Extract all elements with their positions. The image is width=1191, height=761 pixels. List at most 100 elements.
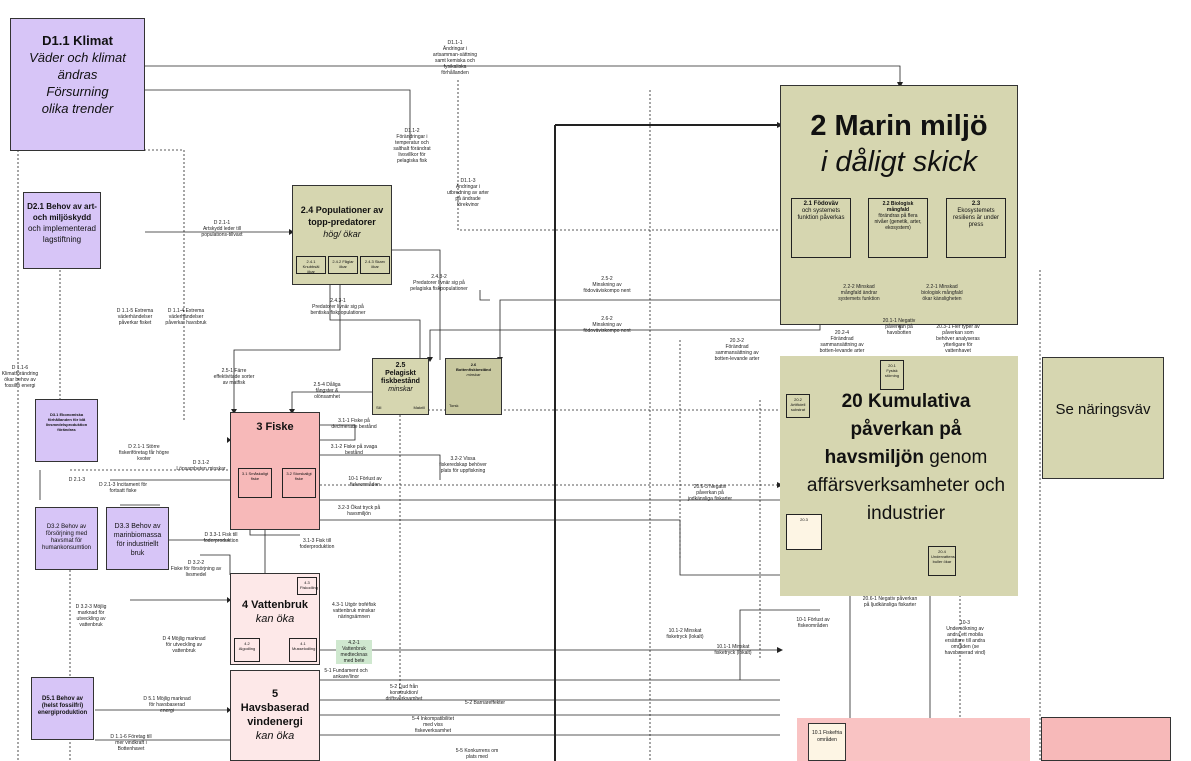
edge-label-d2-1-1b: D 2.1-1 Större fiskeriföretag får högre … xyxy=(118,444,170,462)
se-naringsvav-label: Se näringsväv xyxy=(1055,401,1151,418)
n2-4-3-skarv: 2.4.3 Skarv ökar xyxy=(360,256,390,274)
edge-label-d4: D 4 Möjlig marknad för utveckling av vat… xyxy=(162,636,206,654)
edge-label-10-1-top: 10-1 Förlust av fiskeområden xyxy=(348,476,382,488)
d1-1-line-3: Försurning xyxy=(46,84,109,99)
edge-label-20-6-3: 20.6-3 Negativ påverkan på jodkänsliga f… xyxy=(687,484,733,502)
d3-3-marinbiomassa-node: D3.3 Behov av marinbiomassa för industri… xyxy=(106,507,169,570)
n20-rest: genom affärsverksamheter och industrier xyxy=(806,447,1006,524)
edge-label-5-4: 5-4 Inkompatibilitet med viss fiskeverks… xyxy=(412,716,454,734)
n4-2-algodling: 4.2 Algodling xyxy=(234,638,260,662)
edge-label-d3-2-3: D 3.2-3 Möjlig marknad för utveckling av… xyxy=(75,604,107,628)
n2-2-biologisk: 2.2 Biologisk mångfald förändras på fler… xyxy=(868,198,928,258)
edge-label-2-5-4: 2.5-4 Dåliga fångster & olönsamhet xyxy=(313,382,341,400)
edge-label-20-3-1: 20.3-1 Fler typer av påverkan som behöve… xyxy=(936,324,980,354)
edge-label-20-6-1: 20.6-1 Negativ påverkan på ljudkänsliga … xyxy=(862,596,918,608)
se-naringsvav-node: Se näringsväv xyxy=(1042,357,1164,479)
edge-label-d1-1-2: D1.1-2 Förändringar i temperatur och sal… xyxy=(393,128,431,164)
n2-2-title: 2.2 Biologisk mångfald xyxy=(882,201,914,213)
d1-1-line-4: olika trender xyxy=(41,101,114,116)
n2-1-body: och systemets funktion påverkas xyxy=(797,208,845,221)
n2-6-state: minskar xyxy=(466,372,481,377)
n2-6-body: Bottenfiskbestånd xyxy=(456,367,491,372)
n4-1-musselodling: 4.1 Musselodling xyxy=(289,638,317,662)
n3-fiske-node: 3 Fiske 3.1 Småskaligt fiske 3.2 Storska… xyxy=(230,412,320,530)
edge-label-d5-1: D 5.1 Möjlig marknad för havsbaserad ene… xyxy=(143,696,191,714)
edge-label-d2-1-1: D 2.1-1 Artskydd leder till populations-… xyxy=(201,220,243,238)
n2-5-pelagiskt-node: 2.5 Pelagiskt fiskbestånd minskar Sill M… xyxy=(372,358,429,415)
edge-label-2-4-3-2: 2.4.3-2 Predatorer livnär sig på pelagis… xyxy=(410,274,468,292)
n10-1-fiskefria-node: 10.1 Fiskefria områden xyxy=(808,723,846,761)
edge-label-2-4-3-1: 2.4.3-1 Predatorer livnär sig på bentisk… xyxy=(310,298,366,316)
edge-label-d3-3-1: D 3.3-1 Fisk till foderproduktion xyxy=(203,532,239,544)
edge-label-5-2: 5-2 Ljud från konstruktion/ driftsverksa… xyxy=(385,684,423,702)
n2-6-torsk: Torsk xyxy=(449,403,459,408)
d2-1-behov-node: D2.1 Behov av art- och miljöskydd och im… xyxy=(23,192,101,269)
n4-title: 4 Vattenbruk xyxy=(241,599,309,611)
edge-label-3-1-3: 3.1-3 Fisk till foderproduktion xyxy=(299,538,335,550)
d1-1-title: D1.1 Klimat xyxy=(42,33,113,48)
n2-4-state: hög/ ökar xyxy=(323,229,361,239)
edge-label-d1-1-6: D 1.1-6 Klimatförändring ökar behov av f… xyxy=(1,365,39,389)
n5-state: kan öka xyxy=(255,730,295,742)
edge-label-d2-1-3b: D 2.1-3 Incitament för fortsatt fiske xyxy=(98,482,148,494)
edge-label-2-5-1: 2.5-1 Färre effektivitade sorter av matf… xyxy=(213,368,255,386)
n20-3: 20.3 xyxy=(786,514,822,550)
edge-label-5-5: 5-5 Konkurrens om plats med xyxy=(455,748,499,760)
n10-1-label: 10.1 Fiskefria områden xyxy=(811,730,842,743)
n2-state: i dåligt skick xyxy=(820,146,978,178)
edge-label-d3-1-2: D 3.1-2 Lönsamheten minskar xyxy=(176,460,226,472)
n4-3-fiskodling: 4.3 Fiskodling xyxy=(297,577,318,595)
edge-label-20-3-2: 20.3-2 Förändrad sammansättning av botte… xyxy=(714,338,760,362)
edge-label-4-2-1: 4.2-1 Vattenbruk medtecknas med bete xyxy=(336,640,372,664)
n2-4-2-faglar: 2.4.2 Fåglar ökar xyxy=(328,256,358,274)
n4-state: kan öka xyxy=(255,613,295,625)
n2-5-sill: Sill xyxy=(376,405,382,410)
right-pink-area xyxy=(1041,717,1171,761)
edge-label-2-5-2: 2.5-2 Minskning av födoväviskompo nent xyxy=(583,276,631,294)
edge-label-3-2-3: 3.2-3 Ökat tryck på havsmiljön xyxy=(337,505,381,517)
d3-2-title: D3.2 Behov av försörjning med havsmat fö… xyxy=(41,524,92,551)
n20-kumulativa-node: 20 Kumulativa påverkan på havsmiljön gen… xyxy=(780,356,1018,596)
d5-1-title: D5.1 Behov av (helst fossilfri) energipr… xyxy=(37,696,88,716)
n2-6-bottenfisk-node: 2.6 Bottenfiskbestånd minskar Torsk xyxy=(445,358,502,415)
edge-label-3-1-1: 3.1-1 Fiske på decimerade bestånd xyxy=(331,418,377,430)
d3-3-title: D3.3 Behov av marinbiomassa för industri… xyxy=(113,523,162,557)
n3-title: 3 Fiske xyxy=(256,421,294,433)
edge-label-20-2-4: 20.2-4 Förändrad sammansättning av botte… xyxy=(819,330,865,354)
n2-marin-miljo-node: 2 Marin miljö i dåligt skick 2.1 Födoväv… xyxy=(780,85,1018,325)
edge-label-d1-1-4: D 1.1-4 Extrema väderhändelser påverkar … xyxy=(165,308,207,326)
n20-1-fysisk: 20.1 Fysisk störning xyxy=(880,360,904,390)
n20-4-undervattensbuller: 20.4 Undervattens-buller ökar xyxy=(928,546,956,576)
n2-5-title: 2.5 xyxy=(395,362,406,369)
d2-1-title: D2.1 Behov av art- och miljöskydd xyxy=(27,202,97,222)
edge-label-10-1-1: 10.1-1 Minskat fisketryck (lokalt) xyxy=(714,644,752,656)
n2-5-makrill: Makrill xyxy=(413,405,425,410)
d5-1-energi-node: D5.1 Behov av (helst fossilfri) energipr… xyxy=(31,677,94,740)
d1-1-line-2: ändras xyxy=(57,67,98,82)
n2-3-title: 2.3 xyxy=(971,201,981,207)
n5-title: 5 xyxy=(271,688,279,700)
n2-4-predator-node: 2.4 Populationer av topp-predatorer hög/… xyxy=(292,185,392,285)
edge-label-2-2-2: 2.2-2 Minskad mångfald ändrar systemets … xyxy=(838,284,880,302)
edge-label-d1-1-6b: D 1.1-6 Företag till mer vindkraft i Bot… xyxy=(110,734,152,752)
n2-4-title: 2.4 Populationer av topp-predatorer xyxy=(300,205,384,227)
edge-label-5-2b: 5-2 Barriäreffekter xyxy=(464,700,506,706)
edge-label-2-2-1: 2.2-1 Minskad biologisk mångfald ökar kä… xyxy=(921,284,963,302)
edge-label-10-3: 10-3 Undersökning av andra ett mobila er… xyxy=(944,620,986,656)
n2-6-title: 2.6 xyxy=(470,362,477,367)
d1-1-klimat-node: D1.1 Klimat Väder och klimat ändras Förs… xyxy=(10,18,145,151)
edge-label-d1-1-3: D1.1-3 Ändringar i utbredning av arter p… xyxy=(447,178,489,208)
edge-label-4-3-1: 4.3-1 Utgör troféfisk vattenbruk minskar… xyxy=(332,602,376,620)
edge-label-2-6-2: 2.6-2 Minskning av födoväviskompo nent xyxy=(583,316,631,334)
edge-label-d2-1-3: D 2.1-3 xyxy=(68,477,86,483)
n5-vindenergi-node: 5 Havsbaserad vindenergi kan öka xyxy=(230,670,320,761)
n20-title: 20 Kumulativa påverkan på havsmiljön xyxy=(824,391,971,468)
d3-1-title: D3.1 Ekonomiska förhållanden för blå liv… xyxy=(45,412,88,432)
n4-vattenbruk-node: 4 Vattenbruk kan öka 4.3 Fiskodling 4.2 … xyxy=(230,573,320,665)
edge-label-10-1-2: 10.1-2 Minskat fisketryck (lokalt) xyxy=(666,628,704,640)
n2-title: 2 Marin miljö xyxy=(810,110,988,142)
n2-1-fodovav: 2.1 Födoväv och systemets funktion påver… xyxy=(791,198,851,258)
n2-1-title: 2.1 Födoväv xyxy=(803,201,839,207)
d1-1-line-1: Väder och klimat xyxy=(29,50,126,65)
edge-label-3-2-2: 3.2-2 Vissa fiskeredskap behöver plats f… xyxy=(439,456,487,474)
